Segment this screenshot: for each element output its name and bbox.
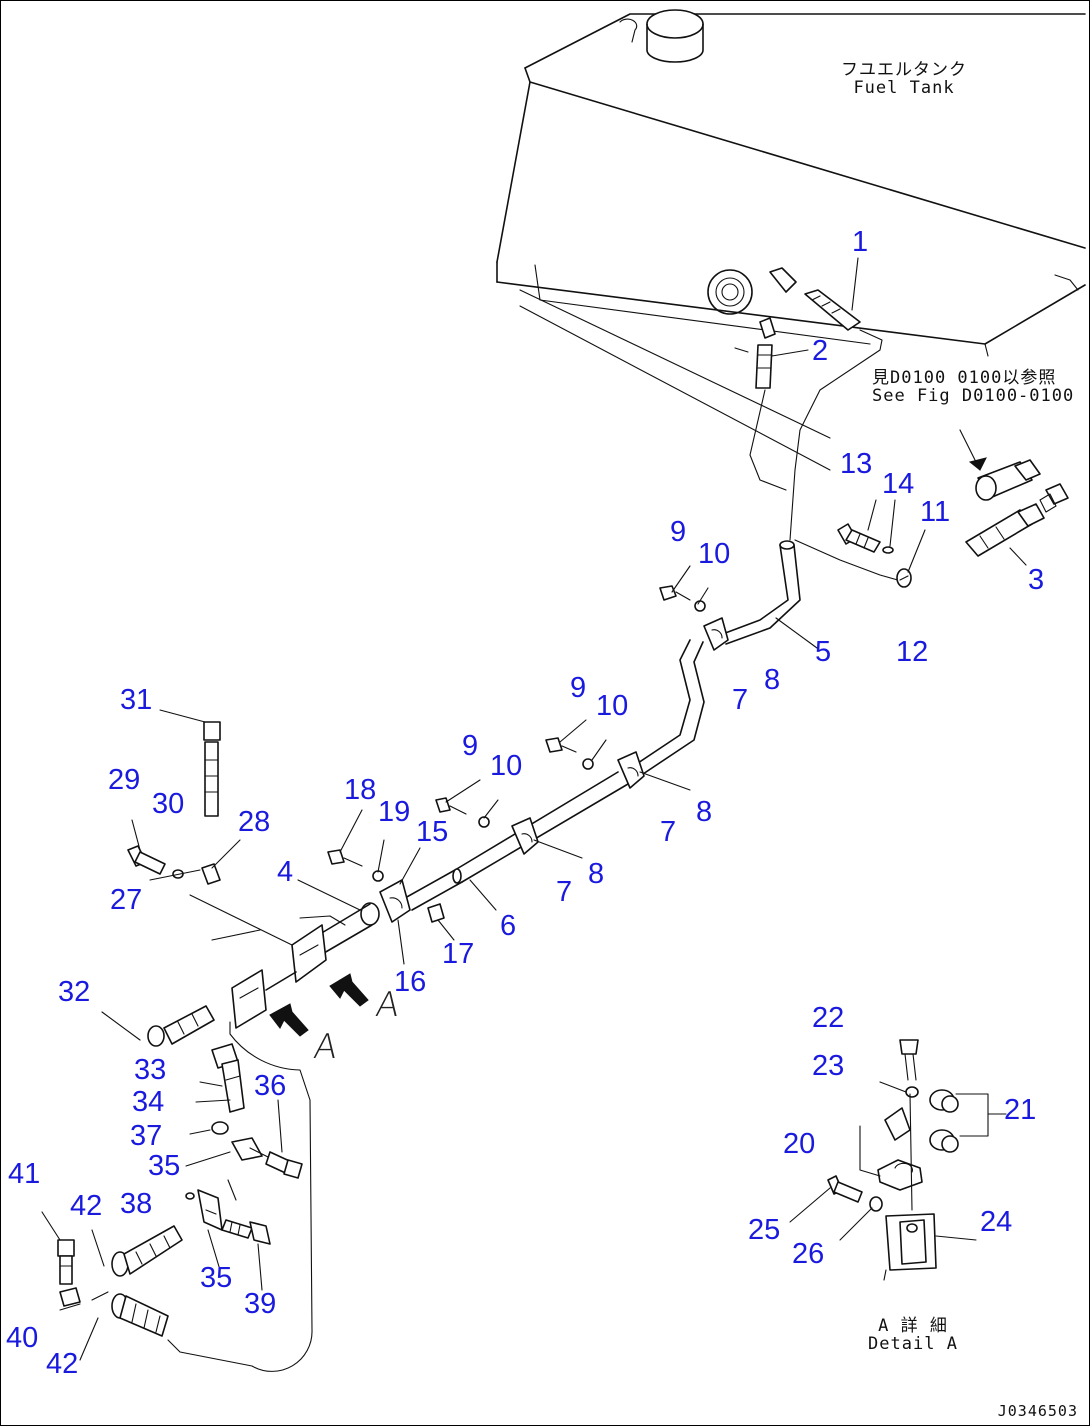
callout-24: 24: [980, 1206, 1013, 1238]
callout-35-lower: 35: [200, 1262, 233, 1294]
detail-a-drawing: [789, 1039, 1007, 1281]
callout-9-upper: 9: [670, 516, 687, 548]
callout-7-lower: 7: [556, 876, 573, 908]
bracket-35-lower: [185, 1179, 271, 1291]
callout-38: 38: [120, 1188, 153, 1220]
see-fig-label: 見D0100 0100以参照 See Fig D0100-0100: [872, 368, 1075, 406]
callout-25: 25: [748, 1214, 781, 1246]
fuel-pipe-upper: [404, 540, 801, 911]
bolt-32: [101, 1005, 215, 1047]
view-arrows: [269, 973, 369, 1037]
callout-9-lower: 9: [462, 730, 479, 762]
callout-leaders: [149, 257, 1027, 965]
bolt-13-group: [837, 523, 912, 588]
drawing-id: J0346503: [997, 1402, 1078, 1420]
callout-11: 11: [920, 496, 951, 528]
callout-42-upper: 42: [70, 1190, 103, 1222]
fitting-1: [769, 267, 861, 331]
callout-34: 34: [132, 1086, 165, 1118]
callout-41: 41: [8, 1158, 41, 1190]
detail-a-label: A 詳 細 Detail A: [858, 1316, 968, 1354]
callout-15: 15: [416, 816, 449, 848]
hose-connector-3: [965, 493, 1057, 557]
callout-33: 33: [134, 1054, 167, 1086]
callout-8-lower: 8: [588, 858, 605, 890]
callout-32: 32: [58, 976, 91, 1008]
callout-35-upper: 35: [148, 1150, 181, 1182]
detail-a-label-en: Detail A: [868, 1333, 958, 1354]
callout-18: 18: [344, 774, 377, 806]
callout-40: 40: [6, 1322, 39, 1354]
callout-10-upper: 10: [698, 538, 731, 570]
callout-8-upper: 8: [764, 664, 781, 696]
see-fig-label-en: See Fig D0100-0100: [872, 385, 1075, 406]
callout-17: 17: [442, 938, 475, 970]
clamp-upper: [659, 585, 729, 651]
callout-10-lower: 10: [490, 750, 523, 782]
fuel-tank-label: フユエルタンク Fuel Tank: [834, 60, 974, 98]
fitting-35-upper: [185, 1099, 303, 1179]
callout-27: 27: [110, 884, 143, 916]
callout-20: 20: [783, 1128, 816, 1160]
callout-6: 6: [500, 910, 517, 942]
bracket-27: [189, 894, 327, 1029]
callout-30: 30: [152, 788, 185, 820]
callout-5: 5: [815, 636, 832, 668]
bolt-29: [127, 819, 221, 885]
callout-7-upper: 7: [732, 684, 749, 716]
callout-28: 28: [238, 806, 271, 838]
elbow-34: [189, 1043, 245, 1135]
callout-16: 16: [394, 966, 427, 998]
callout-14: 14: [882, 468, 915, 500]
callout-22: 22: [812, 1002, 845, 1034]
callout-9-middle: 9: [570, 672, 587, 704]
callout-3: 3: [1028, 564, 1045, 596]
callout-42-lower: 42: [46, 1348, 79, 1380]
clamp-lower: [435, 797, 539, 855]
fuel-filter: [959, 429, 1069, 505]
see-fig-label-jp: 見D0100 0100以参照: [872, 368, 1057, 388]
callout-26: 26: [792, 1238, 825, 1270]
hose-lower: [79, 1225, 183, 1361]
callout-23: 23: [812, 1050, 845, 1082]
callout-37: 37: [130, 1120, 163, 1152]
callout-4: 4: [277, 856, 294, 888]
bolt-31: [159, 709, 221, 817]
fitting-2: [755, 317, 776, 389]
callout-7-middle: 7: [660, 816, 677, 848]
callout-29: 29: [108, 764, 141, 796]
fuel-tank-label-jp: フユエルタンク: [841, 60, 967, 80]
callout-2: 2: [812, 335, 829, 367]
clamp-middle: [545, 737, 645, 789]
callout-13: 13: [840, 448, 873, 480]
callout-31: 31: [120, 684, 153, 716]
callout-1: 1: [852, 226, 869, 258]
callout-10-middle: 10: [596, 690, 629, 722]
callout-19: 19: [378, 796, 411, 828]
bolt-41: [41, 1211, 109, 1311]
callout-12: 12: [896, 636, 929, 668]
callout-21: 21: [1004, 1094, 1037, 1126]
detail-a-label-jp: A 詳 細: [878, 1316, 948, 1336]
clamp-15: [327, 849, 445, 923]
callout-36: 36: [254, 1070, 287, 1102]
fuel-tank-drawing: [496, 9, 1086, 471]
callout-8-middle: 8: [696, 796, 713, 828]
view-a-label-2: A: [311, 1027, 341, 1067]
fuel-tank-label-en: Fuel Tank: [853, 77, 955, 98]
callout-39: 39: [244, 1288, 277, 1320]
